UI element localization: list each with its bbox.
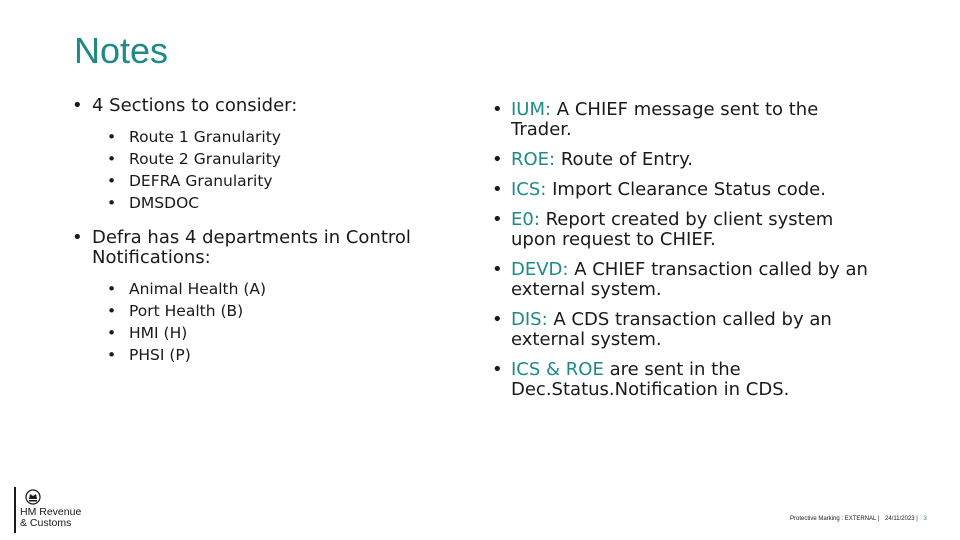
definition-text: Import Clearance Status code. bbox=[546, 179, 826, 200]
logo-bar bbox=[14, 487, 16, 533]
definition-text: Route of Entry. bbox=[555, 149, 693, 170]
definition-term: ICS: bbox=[511, 179, 547, 200]
section-heading: 4 Sections to consider: bbox=[72, 95, 452, 117]
footer: Protective Marking : EXTERNAL | 24/11/20… bbox=[790, 516, 927, 522]
footer-date: 24/11/2023 | bbox=[885, 516, 918, 522]
section-heading: Defra has 4 departments in Control Notif… bbox=[72, 228, 452, 268]
logo-line: HM Revenue bbox=[20, 506, 82, 518]
definition-item: ROE: Route of Entry. bbox=[492, 149, 872, 171]
list-item: Animal Health (A) bbox=[107, 278, 452, 300]
definition-text: A CHIEF message sent to the Trader. bbox=[511, 99, 819, 140]
logo-text: HM Revenue & Customs bbox=[20, 507, 81, 529]
definition-text: Report created by client system upon req… bbox=[511, 209, 834, 250]
list-item: HMI (H) bbox=[107, 322, 452, 344]
definition-text: are sent in the Dec.Status.Notification … bbox=[511, 359, 790, 400]
definition-term: E0: bbox=[511, 209, 540, 230]
right-column: IUM: A CHIEF message sent to the Trader.… bbox=[492, 100, 872, 410]
section-heading-text: Defra has 4 departments in Control Notif… bbox=[92, 227, 411, 268]
page-title: Notes bbox=[74, 30, 169, 71]
list-item: Route 1 Granularity bbox=[107, 126, 452, 148]
definition-item: DIS: A CDS transaction called by an exte… bbox=[492, 310, 872, 350]
definition-term: DIS: bbox=[511, 309, 548, 330]
page-number: 3 bbox=[923, 516, 927, 522]
protective-marking: Protective Marking : EXTERNAL | bbox=[790, 516, 880, 522]
list-item: DEFRA Granularity bbox=[107, 170, 452, 192]
list-item: Port Health (B) bbox=[107, 300, 452, 322]
definition-item: DEVD: A CHIEF transaction called by an e… bbox=[492, 260, 872, 300]
definition-item: ICS: Import Clearance Status code. bbox=[492, 179, 872, 201]
definition-text: A CHIEF transaction called by an externa… bbox=[511, 259, 868, 300]
crest-icon bbox=[25, 489, 41, 505]
list-item: DMSDOC bbox=[107, 192, 452, 214]
definition-term: ROE: bbox=[511, 149, 556, 170]
definition-item: IUM: A CHIEF message sent to the Trader. bbox=[492, 100, 872, 140]
definition-item: E0: Report created by client system upon… bbox=[492, 210, 872, 250]
definition-text: A CDS transaction called by an external … bbox=[511, 309, 832, 350]
section-heading-text: 4 Sections to consider: bbox=[92, 95, 298, 116]
hmrc-logo: HM Revenue & Customs bbox=[14, 487, 104, 533]
definition-term: IUM: bbox=[511, 99, 552, 120]
sub-list: Animal Health (A) Port Health (B) HMI (H… bbox=[107, 278, 452, 366]
definition-term: DEVD: bbox=[511, 259, 569, 280]
logo-line: & Customs bbox=[20, 517, 72, 529]
definition-item: ICS & ROE are sent in the Dec.Status.Not… bbox=[492, 360, 872, 400]
list-item: Route 2 Granularity bbox=[107, 148, 452, 170]
list-item: PHSI (P) bbox=[107, 344, 452, 366]
sub-list: Route 1 Granularity Route 2 Granularity … bbox=[107, 126, 452, 214]
definition-term: ICS & ROE bbox=[511, 359, 604, 380]
left-column: 4 Sections to consider: Route 1 Granular… bbox=[72, 95, 452, 367]
